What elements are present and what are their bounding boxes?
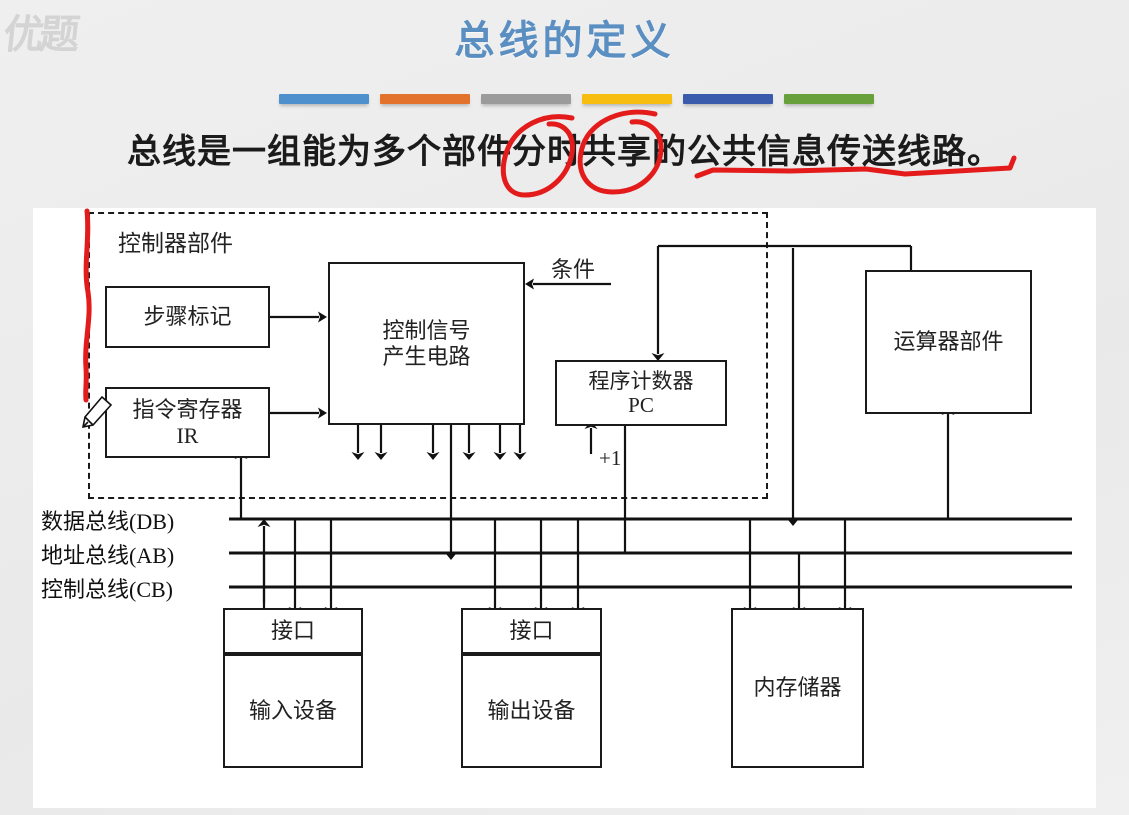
input-device-box: 输入设备 [223, 654, 363, 768]
bar-green [784, 94, 874, 104]
control-signal-box: 控制信号 产生电路 [328, 262, 525, 425]
address-bus-label: 地址总线(AB) [41, 543, 175, 568]
bar-yellow [582, 94, 672, 104]
input-device-label: 输入设备 [248, 698, 337, 724]
input-interface-label: 接口 [270, 618, 315, 644]
condition-label: 条件 [551, 257, 596, 282]
bar-blue [279, 94, 369, 104]
instruction-register-box: 指令寄存器 IR [105, 387, 270, 458]
diagram-wires [229, 244, 1072, 615]
memory-box: 内存储器 [731, 608, 864, 768]
step-marker-box: 步骤标记 [105, 286, 270, 348]
output-device-box: 输出设备 [461, 654, 602, 768]
memory-label: 内存储器 [753, 675, 842, 701]
output-interface-box: 接口 [461, 608, 602, 654]
control-bus-label: 控制总线(CB) [41, 577, 174, 602]
data-bus-label: 数据总线(DB) [41, 509, 175, 534]
bar-darkblue [683, 94, 773, 104]
program-counter-label: 程序计数器 PC [588, 368, 694, 417]
output-device-label: 输出设备 [487, 698, 576, 724]
bar-gray [481, 94, 571, 104]
pencil-cursor-icon [81, 395, 113, 429]
page-title: 总线的定义 [454, 18, 675, 63]
input-interface-box: 接口 [223, 608, 363, 654]
definition-sentence: 总线是一组能为多个部件分时共享的公共信息传送线路。 [127, 134, 1002, 171]
bus-architecture-diagram: 控制器部件 [33, 208, 1096, 808]
output-interface-label: 接口 [509, 618, 554, 644]
color-bar-strip [279, 94, 874, 107]
increment-label: +1 [599, 446, 622, 470]
alu-label: 运算器部件 [893, 329, 1004, 355]
bar-orange [380, 94, 470, 104]
controller-label: 控制器部件 [118, 231, 233, 256]
control-signal-label: 控制信号 产生电路 [382, 318, 471, 369]
program-counter-box: 程序计数器 PC [555, 360, 727, 426]
step-marker-label: 步骤标记 [143, 304, 232, 330]
alu-box: 运算器部件 [865, 270, 1032, 414]
instruction-register-label: 指令寄存器 IR [132, 397, 243, 448]
